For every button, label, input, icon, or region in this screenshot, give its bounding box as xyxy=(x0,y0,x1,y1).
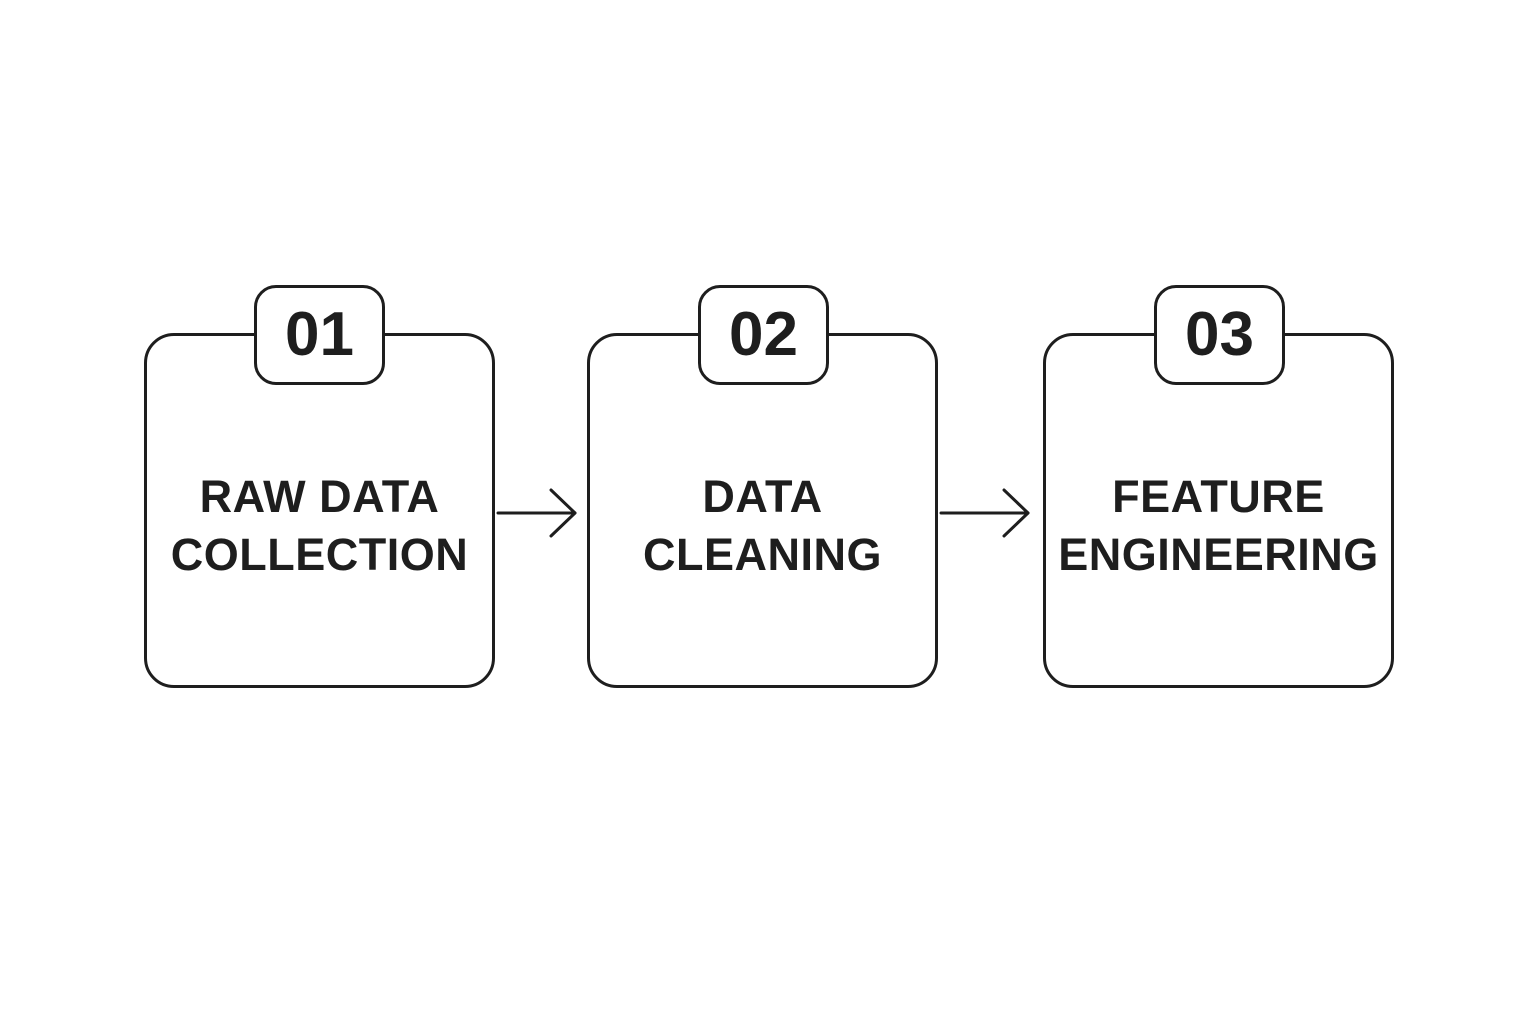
step-1-label: RAW DATA COLLECTION xyxy=(170,471,469,580)
step-1-box: RAW DATA COLLECTION xyxy=(144,333,495,688)
step-3-box: FEATURE ENGINEERING xyxy=(1043,333,1394,688)
arrow-right-icon xyxy=(496,488,577,538)
step-1-number-badge: 01 xyxy=(254,285,385,385)
arrow-right-icon xyxy=(939,488,1030,538)
step-2-box: DATA CLEANING xyxy=(587,333,938,688)
step-2-label: DATA CLEANING xyxy=(643,471,882,580)
step-3-number-badge: 03 xyxy=(1154,285,1285,385)
step-2-number-badge: 02 xyxy=(698,285,829,385)
step-3-label: FEATURE ENGINEERING xyxy=(1058,471,1379,580)
